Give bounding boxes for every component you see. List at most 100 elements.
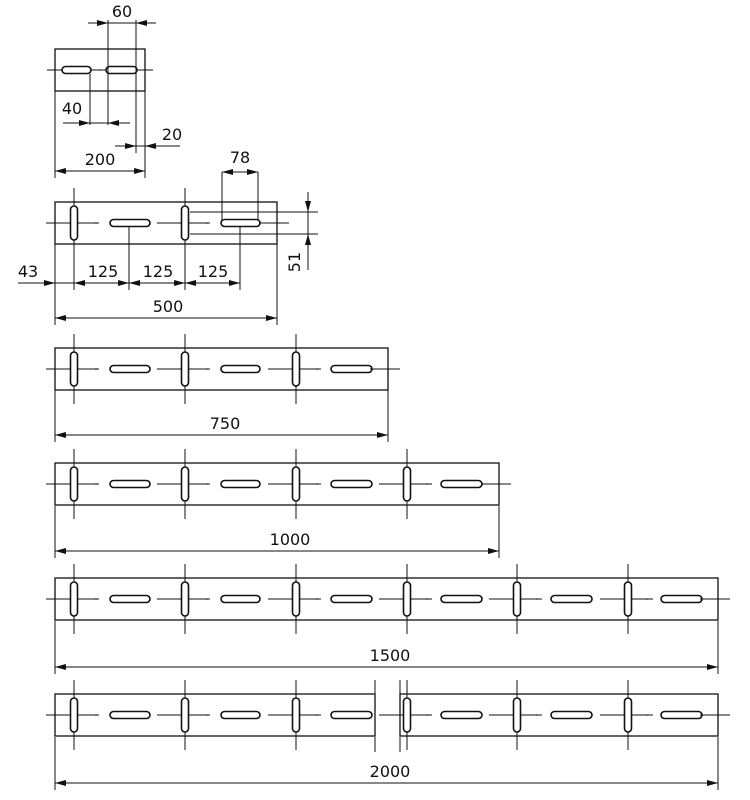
center-mark — [316, 714, 318, 716]
dimension-arrow — [74, 280, 85, 286]
horizontal-slot — [440, 594, 483, 604]
vertical-slot — [69, 697, 79, 733]
horizontal-slot — [105, 65, 138, 75]
dimension-arrow — [145, 143, 156, 149]
horizontal-slot — [220, 710, 261, 720]
dim-label-125-a: 125 — [88, 262, 119, 281]
dimension-arrow — [44, 280, 55, 286]
vertical-slot — [180, 581, 190, 617]
dim-label-60: 60 — [112, 2, 132, 21]
vertical-slot — [180, 697, 190, 733]
center-mark — [426, 483, 428, 485]
dimension-arrow — [55, 168, 66, 174]
dimension-arrow — [707, 664, 718, 670]
center-mark — [206, 598, 208, 600]
center-mark — [95, 483, 97, 485]
dim-label-51: 51 — [285, 252, 304, 272]
dimension-arrow — [377, 432, 388, 438]
dimension-arrow — [266, 315, 277, 321]
horizontal-slot — [109, 364, 151, 374]
dimension-arrow — [55, 432, 66, 438]
center-mark — [206, 222, 208, 224]
dimension-arrow — [55, 664, 66, 670]
dimension-arrow — [108, 120, 119, 126]
dimension-arrow — [97, 20, 108, 26]
dimension-arrow — [134, 168, 145, 174]
vertical-slot — [291, 697, 301, 733]
vertical-slot — [180, 205, 190, 241]
horizontal-slot — [109, 218, 151, 228]
dimension-arrow — [55, 315, 66, 321]
dimension-arrow — [136, 20, 147, 26]
dim-label-750: 750 — [210, 414, 241, 433]
horizontal-slot — [109, 594, 151, 604]
center-mark — [646, 598, 648, 600]
center-mark — [316, 483, 318, 485]
dim-label-40: 40 — [62, 99, 82, 118]
vertical-slot — [291, 466, 301, 502]
horizontal-slot — [550, 594, 593, 604]
horizontal-slot — [330, 364, 373, 374]
vertical-slot — [69, 581, 79, 617]
center-mark — [426, 714, 428, 716]
center-mark — [95, 222, 97, 224]
center-mark — [646, 714, 648, 716]
dimension-arrow — [55, 780, 66, 786]
vertical-slot — [69, 351, 79, 387]
dimension-arrow — [247, 169, 258, 175]
dimension-arrow — [79, 120, 90, 126]
dimension-arrow — [118, 280, 129, 286]
center-mark — [316, 598, 318, 600]
vertical-slot — [291, 351, 301, 387]
dimension-arrow — [129, 280, 140, 286]
center-mark — [206, 368, 208, 370]
horizontal-slot — [109, 479, 151, 489]
center-mark — [536, 598, 538, 600]
horizontal-slot — [220, 218, 261, 228]
horizontal-slot — [330, 594, 373, 604]
dimension-arrow — [185, 280, 196, 286]
dimension-arrow — [488, 548, 499, 554]
center-mark — [316, 368, 318, 370]
vertical-slot — [69, 205, 79, 241]
horizontal-slot — [660, 710, 703, 720]
center-mark — [99, 69, 101, 71]
dimension-arrow — [55, 548, 66, 554]
dim-label-125-b: 125 — [143, 262, 174, 281]
vertical-slot — [69, 466, 79, 502]
dimension-arrow — [305, 234, 311, 245]
dim-label-125-c: 125 — [198, 262, 229, 281]
horizontal-slot — [109, 710, 151, 720]
dimension-arrow — [229, 280, 240, 286]
dim-label-2000: 2000 — [370, 762, 411, 781]
geometry — [18, 20, 730, 790]
dimension-arrow — [222, 169, 233, 175]
center-mark — [95, 714, 97, 716]
vertical-slot — [623, 697, 633, 733]
horizontal-slot — [440, 479, 483, 489]
dim-label-1000: 1000 — [270, 530, 311, 549]
dim-label-500: 500 — [153, 297, 184, 316]
horizontal-slot — [220, 364, 261, 374]
dim-label-78: 78 — [230, 148, 250, 167]
center-mark — [536, 714, 538, 716]
vertical-slot — [512, 697, 522, 733]
horizontal-slot — [550, 710, 593, 720]
vertical-slot — [623, 581, 633, 617]
vertical-slot — [180, 466, 190, 502]
center-mark — [426, 598, 428, 600]
vertical-slot — [402, 581, 412, 617]
dim-label-43: 43 — [18, 262, 38, 281]
vertical-slot — [402, 466, 412, 502]
vertical-slot — [402, 697, 412, 733]
dim-label-200: 200 — [85, 150, 116, 169]
horizontal-slot — [330, 710, 373, 720]
vertical-slot — [291, 581, 301, 617]
dimension-arrow — [125, 143, 136, 149]
center-mark — [206, 714, 208, 716]
dim-label-20: 20 — [162, 125, 182, 144]
dimension-arrow — [707, 780, 718, 786]
horizontal-slot — [330, 479, 373, 489]
horizontal-slot — [220, 594, 261, 604]
